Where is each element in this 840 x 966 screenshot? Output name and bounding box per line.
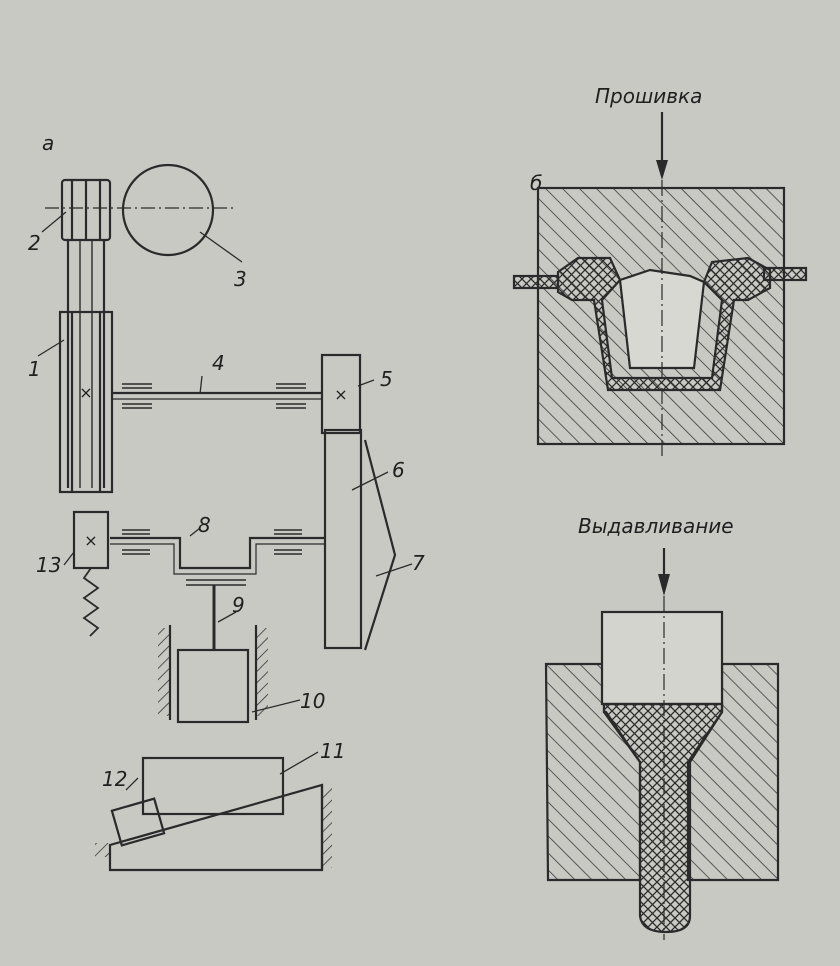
belt-drive: [66, 240, 106, 488]
label-11: 11: [320, 739, 345, 763]
piercing-die: Прошивка б: [512, 84, 808, 456]
label-9: 9: [232, 593, 245, 617]
flash-left: [512, 274, 560, 290]
label-5: 5: [380, 367, 393, 391]
piercing-workpiece: [556, 256, 772, 392]
slide: [158, 625, 268, 724]
crankshaft: [110, 529, 325, 586]
svg-text:×: ×: [79, 383, 92, 402]
panel-a: а ×: [28, 131, 425, 872]
motor-pulley: [45, 178, 235, 242]
extruded-workpiece: [602, 702, 724, 934]
extrusion-die: Выдавливание: [544, 514, 780, 940]
label-3: 3: [234, 267, 247, 291]
drive-shaft: [112, 383, 322, 409]
extrusion-punch: [600, 610, 724, 706]
label-2: 2: [28, 231, 41, 255]
piercing-title: Прошивка: [595, 84, 702, 108]
svg-text:×: ×: [84, 531, 97, 550]
auxiliary-unit: ×: [72, 510, 110, 637]
label-13: 13: [36, 553, 61, 577]
bearing-left: [122, 383, 152, 409]
leader-lines: [37, 211, 413, 791]
label-7: 7: [412, 551, 425, 575]
panel-a-letter: а: [42, 131, 54, 155]
part-labels: 2 3 1 4 5 6 7 8 9 10 11 12 13: [28, 231, 425, 791]
bearing-right: [276, 383, 306, 409]
label-6: 6: [392, 458, 405, 482]
wedge-table: [95, 756, 332, 872]
brake-band: [363, 439, 397, 651]
svg-text:×: ×: [334, 385, 347, 404]
electric-motor: [121, 163, 215, 257]
label-12: 12: [102, 767, 127, 791]
label-8: 8: [198, 513, 211, 537]
label-4: 4: [212, 351, 225, 375]
flywheel: ×: [58, 310, 114, 494]
label-10: 10: [300, 689, 325, 713]
extrusion-title: Выдавливание: [578, 514, 734, 538]
label-1: 1: [28, 357, 41, 381]
gear-pair: ×: [320, 353, 363, 650]
